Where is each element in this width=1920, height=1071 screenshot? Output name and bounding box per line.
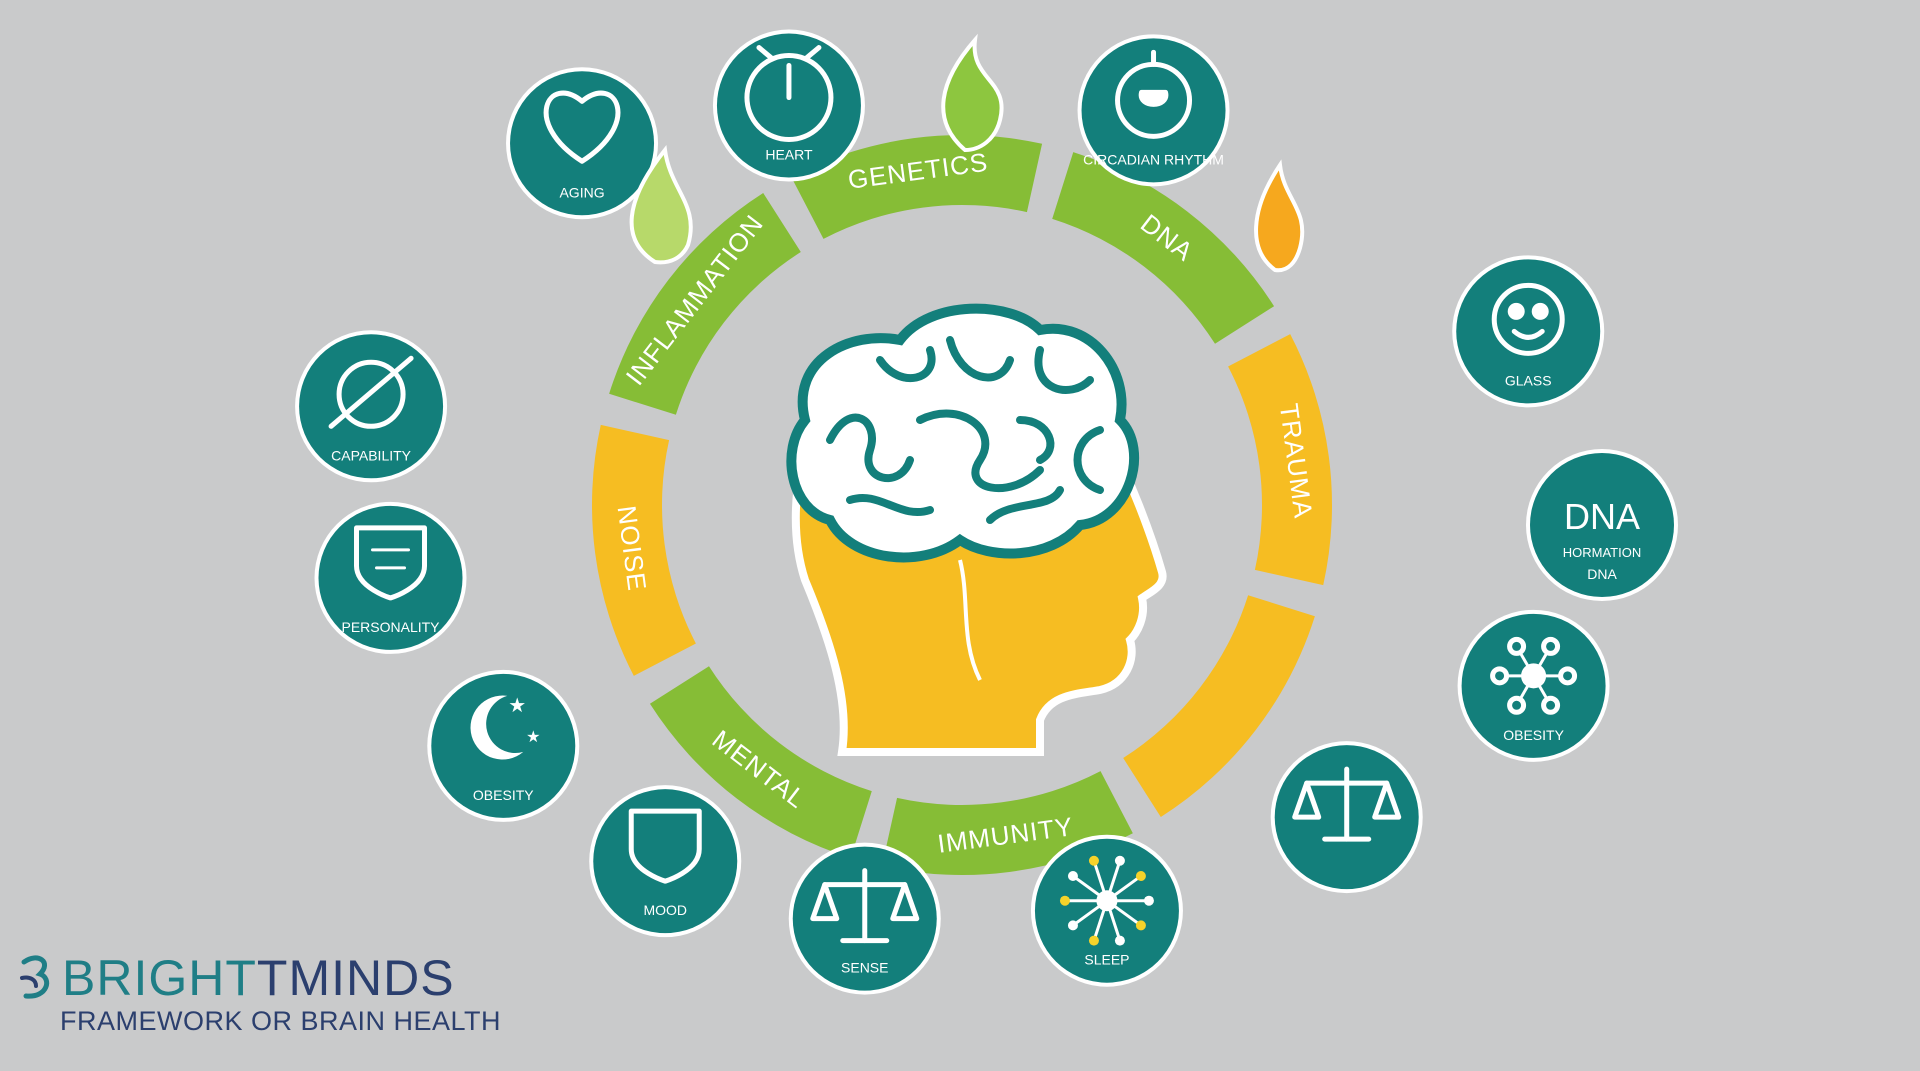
- stopwatch-icon: [1115, 49, 1193, 139]
- circle-label: MOOD: [643, 902, 687, 918]
- circle-label: DNA: [1587, 566, 1617, 582]
- factor-circle-5: OBESITY: [1457, 609, 1610, 762]
- circle-label: PERSONALITY: [341, 619, 440, 635]
- brain-fold-5: [1073, 426, 1104, 494]
- orange-flame-icon: [1254, 159, 1305, 273]
- head-with-brain: [786, 303, 1167, 756]
- brain-fold-2: [876, 346, 936, 382]
- ring-segment-2: [1052, 152, 1275, 344]
- factor-circle-8: SENSE: [788, 842, 941, 995]
- no-symbol-icon: [328, 355, 414, 429]
- moon-stars-icon: ★★: [470, 695, 540, 760]
- circle-label: CIRCADIAN RHYTHM: [1083, 151, 1224, 167]
- circle-sub-text: HORMATION: [1563, 545, 1641, 560]
- alarm-clock-icon: [744, 45, 834, 143]
- factor-circle-9: MOOD: [589, 785, 742, 938]
- factor-circle-3: GLASS: [1452, 255, 1605, 408]
- justice-scale-icon: [810, 868, 920, 944]
- factor-circle-7: SLEEP: [1030, 834, 1183, 987]
- neuron-icon: [1059, 855, 1154, 946]
- brain-fold-3: [946, 336, 1014, 382]
- circle-label: OBESITY: [473, 787, 534, 803]
- ring-segment-6: [649, 666, 872, 858]
- ring-segment-1: [791, 134, 1043, 239]
- factor-circle-10: ★★ OBESITY: [427, 669, 580, 822]
- heart-icon: [543, 90, 621, 164]
- brain-fold-4: [1034, 346, 1094, 394]
- factor-circle-6: [1270, 741, 1423, 894]
- brain-fold-1: [826, 413, 914, 482]
- face-icon: [1491, 282, 1565, 356]
- factor-circle-4: DNA HORMATION DNA: [1526, 449, 1678, 601]
- brain-fold-8: [986, 486, 1064, 524]
- crest-shield-icon: [354, 525, 428, 601]
- shield-icon: [628, 808, 702, 884]
- brain-fold-9: [1016, 416, 1055, 464]
- ring-segment-3: [1228, 334, 1332, 586]
- svg-text:★: ★: [508, 695, 526, 717]
- decorations: [629, 33, 1305, 273]
- leaf-icon: [629, 145, 693, 265]
- circle-label: GLASS: [1505, 372, 1552, 388]
- factor-circle-13: AGING: [506, 67, 659, 220]
- brand-logo: BRIGHTTMINDS FRAMEWORK OR BRAIN HEALTH: [18, 952, 501, 1037]
- ring-segment-7: [592, 424, 696, 676]
- factor-circle-12: CAPABILITY: [295, 330, 448, 483]
- factor-circle-2: CIRCADIAN RHYTHM: [1077, 34, 1230, 187]
- circle-big-text: DNA: [1564, 496, 1640, 537]
- circle-label: OBESITY: [1503, 727, 1564, 743]
- brain-stem: [958, 559, 982, 681]
- ring-segment-4: [1123, 595, 1315, 818]
- circle-label: CAPABILITY: [331, 447, 412, 463]
- framework-ring: GENETICSDNATRAUMAIMMUNITYMENTALNOISEINFL…: [592, 134, 1332, 875]
- brain-fold-7: [846, 494, 934, 516]
- brand-subtitle: FRAMEWORK OR BRAIN HEALTH: [60, 1006, 502, 1036]
- scales-icon: [1292, 766, 1402, 842]
- circle-label: HEART: [765, 147, 813, 163]
- molecule-icon: [1490, 636, 1578, 715]
- circle-label: AGING: [559, 184, 604, 200]
- factor-circle-11: PERSONALITY: [314, 501, 467, 654]
- factor-circle-1: HEART: [712, 29, 865, 182]
- dna-text-icon: DNA HORMATION: [1563, 496, 1641, 560]
- brand-mark-icon: [20, 955, 50, 999]
- circle-label: SLEEP: [1084, 952, 1129, 968]
- green-flame-icon: [941, 33, 1004, 153]
- brain: [786, 303, 1140, 563]
- brain-fold-6: [916, 409, 1044, 493]
- svg-text:★: ★: [526, 729, 540, 746]
- circle-label: SENSE: [841, 960, 888, 976]
- brand-title: BRIGHTTMINDS: [62, 950, 455, 1006]
- ring-segment-8: [609, 192, 801, 415]
